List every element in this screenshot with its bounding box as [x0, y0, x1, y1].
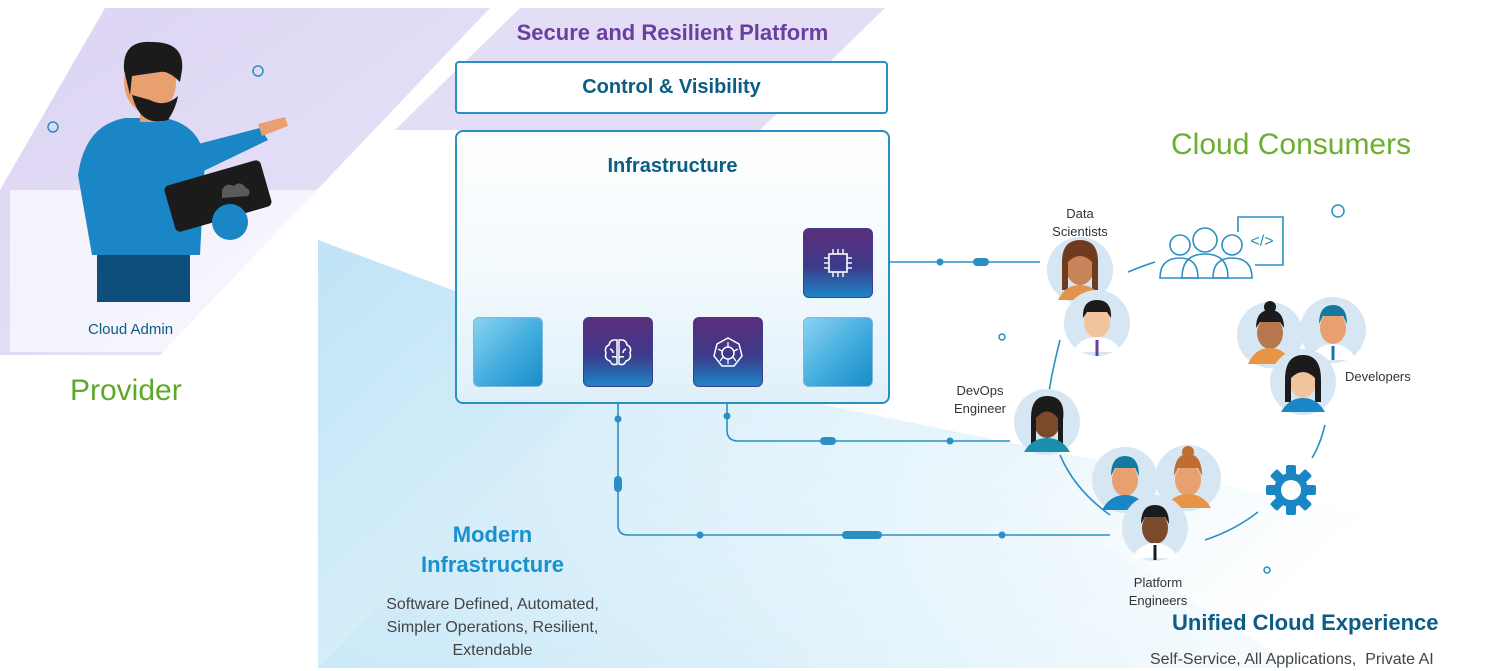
kubernetes-icon: [713, 337, 743, 367]
avatar-devops: [1014, 389, 1080, 455]
unified-cloud-experience-description: Self-Service, All Applications, Private …: [1150, 651, 1434, 668]
cloud-admin-label: Cloud Admin: [88, 321, 174, 338]
platform-engineers-line2: Engineers: [1128, 593, 1188, 608]
code-icon: </>: [1237, 216, 1284, 266]
data-scientists-label: Data Scientists: [1030, 205, 1130, 241]
connector-lines: [617, 261, 1110, 536]
platform-title: Secure and Resilient Platform: [516, 20, 829, 45]
decor-circle: [1331, 204, 1345, 218]
svg-text:</>: </>: [1250, 233, 1273, 250]
avatar-developer-3: [1270, 349, 1336, 415]
brain-icon: [604, 339, 632, 366]
platform-engineers-line1: Platform: [1133, 575, 1183, 590]
devops-line1: DevOps: [956, 383, 1004, 398]
avatar-data-scientist-2: [1064, 290, 1130, 356]
connector-nodes: [614, 258, 1006, 539]
developers-label: Developers: [1345, 369, 1411, 384]
description-line2: Simpler Operations, Resilient,: [386, 619, 599, 636]
chip-block: [803, 228, 873, 298]
blue-background-diagonal: [318, 350, 1300, 668]
unified-cloud-experience-title: Unified Cloud Experience: [1172, 610, 1439, 635]
decor-circle: [252, 65, 264, 77]
devops-line2: Engineer: [953, 401, 1007, 416]
chip-icon: [824, 249, 852, 277]
avatar-data-scientist-1: [1047, 237, 1113, 303]
chip-block: [803, 317, 873, 387]
decor-circle: [1263, 566, 1271, 574]
modern-infrastructure-description: Software Defined, Automated, Simpler Ope…: [355, 593, 630, 662]
description-line3: Extendable: [452, 642, 533, 659]
control-visibility-box: Control & Visibility: [455, 61, 888, 114]
control-visibility-label: Control & Visibility: [582, 76, 761, 98]
cloud-admin-figure: [78, 41, 288, 302]
description-line1: Software Defined, Automated,: [386, 596, 599, 613]
gear-icon: [1266, 465, 1316, 515]
provider-title: Provider: [70, 374, 182, 407]
data-scientists-line2: Scientists: [1052, 224, 1108, 239]
ai-chip-block: [583, 317, 653, 387]
avatar-platform-3: [1122, 495, 1188, 561]
modern-infrastructure-line1: Modern: [452, 522, 533, 547]
data-scientists-line1: Data: [1066, 206, 1094, 221]
platform-engineers-label: Platform Engineers: [1108, 574, 1208, 610]
modern-infrastructure-title: Modern Infrastructure: [400, 520, 585, 580]
devops-label: DevOps Engineer: [940, 382, 1020, 418]
decor-circle: [998, 333, 1006, 341]
cloud-consumers-title: Cloud Consumers: [1171, 128, 1412, 161]
avatar-platform-1: [1092, 447, 1158, 513]
people-icon: [1159, 227, 1253, 279]
chip-block: [473, 317, 543, 387]
avatar-platform-2: [1155, 445, 1221, 511]
infrastructure-title: Infrastructure: [607, 155, 738, 177]
kubernetes-chip-block: [693, 317, 763, 387]
decor-circle: [47, 121, 59, 133]
modern-infrastructure-line2: Infrastructure: [420, 552, 565, 577]
